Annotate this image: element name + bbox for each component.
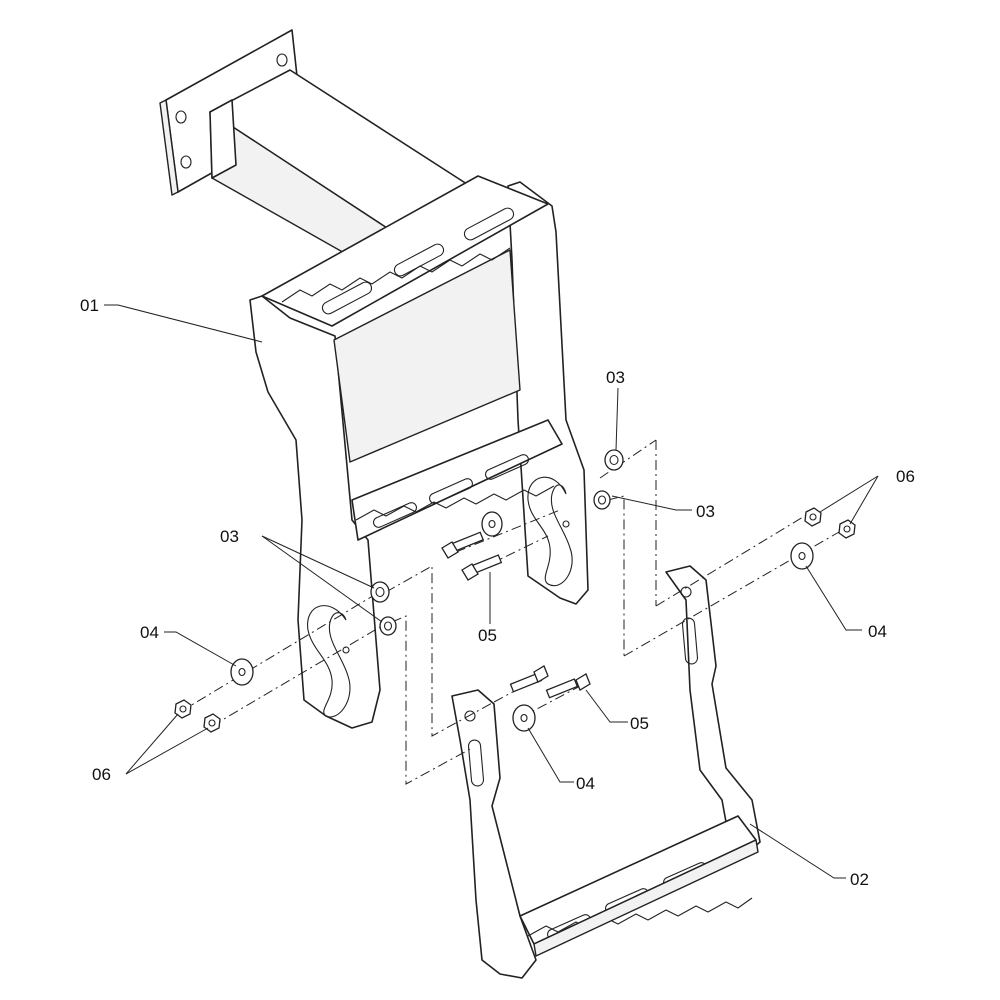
flange-nut-03-left-b [379,616,397,636]
leader-lines [104,304,879,879]
washer-04-right [790,542,814,570]
bolt-05-lower-a [509,665,549,693]
nut-06-right-b [838,519,856,539]
label-part-05-lower: 05 [630,714,649,733]
flange-nut-03-upper [604,449,624,471]
label-part-03-top: 03 [606,368,625,387]
label-part-05-upper: 05 [478,626,497,645]
label-part-03-right: 03 [696,502,715,521]
washer-04-left [230,658,254,686]
label-part-04-right: 04 [868,622,887,641]
label-part-02: 02 [850,870,869,889]
label-part-04-left: 04 [140,623,159,642]
square-tube [209,69,471,281]
bolt-05-upper-b [461,554,503,581]
nut-06-left-b [203,713,221,733]
lower-frame-02 [451,565,761,979]
nut-06-left-a [174,699,192,719]
label-part-04-center: 04 [576,774,595,793]
flange-nut-03-mid [593,490,611,510]
washer-04-center [512,704,536,732]
washer-04-upper [481,511,503,537]
label-part-06-right: 06 [896,467,915,486]
label-part-01: 01 [80,296,99,315]
assembly-axes [179,439,847,785]
upper-frame-01 [249,175,589,729]
flange-nut-03-left-a [370,581,390,603]
nut-06-right-a [804,507,822,527]
bolt-05-upper-a [441,531,485,559]
hardware [174,449,856,733]
label-part-06-left: 06 [92,765,111,784]
label-part-03-left: 03 [220,527,239,546]
bolt-05-lower-b [545,673,591,699]
part-labels: 01 03 03 03 04 04 04 05 05 06 06 02 [80,296,915,889]
